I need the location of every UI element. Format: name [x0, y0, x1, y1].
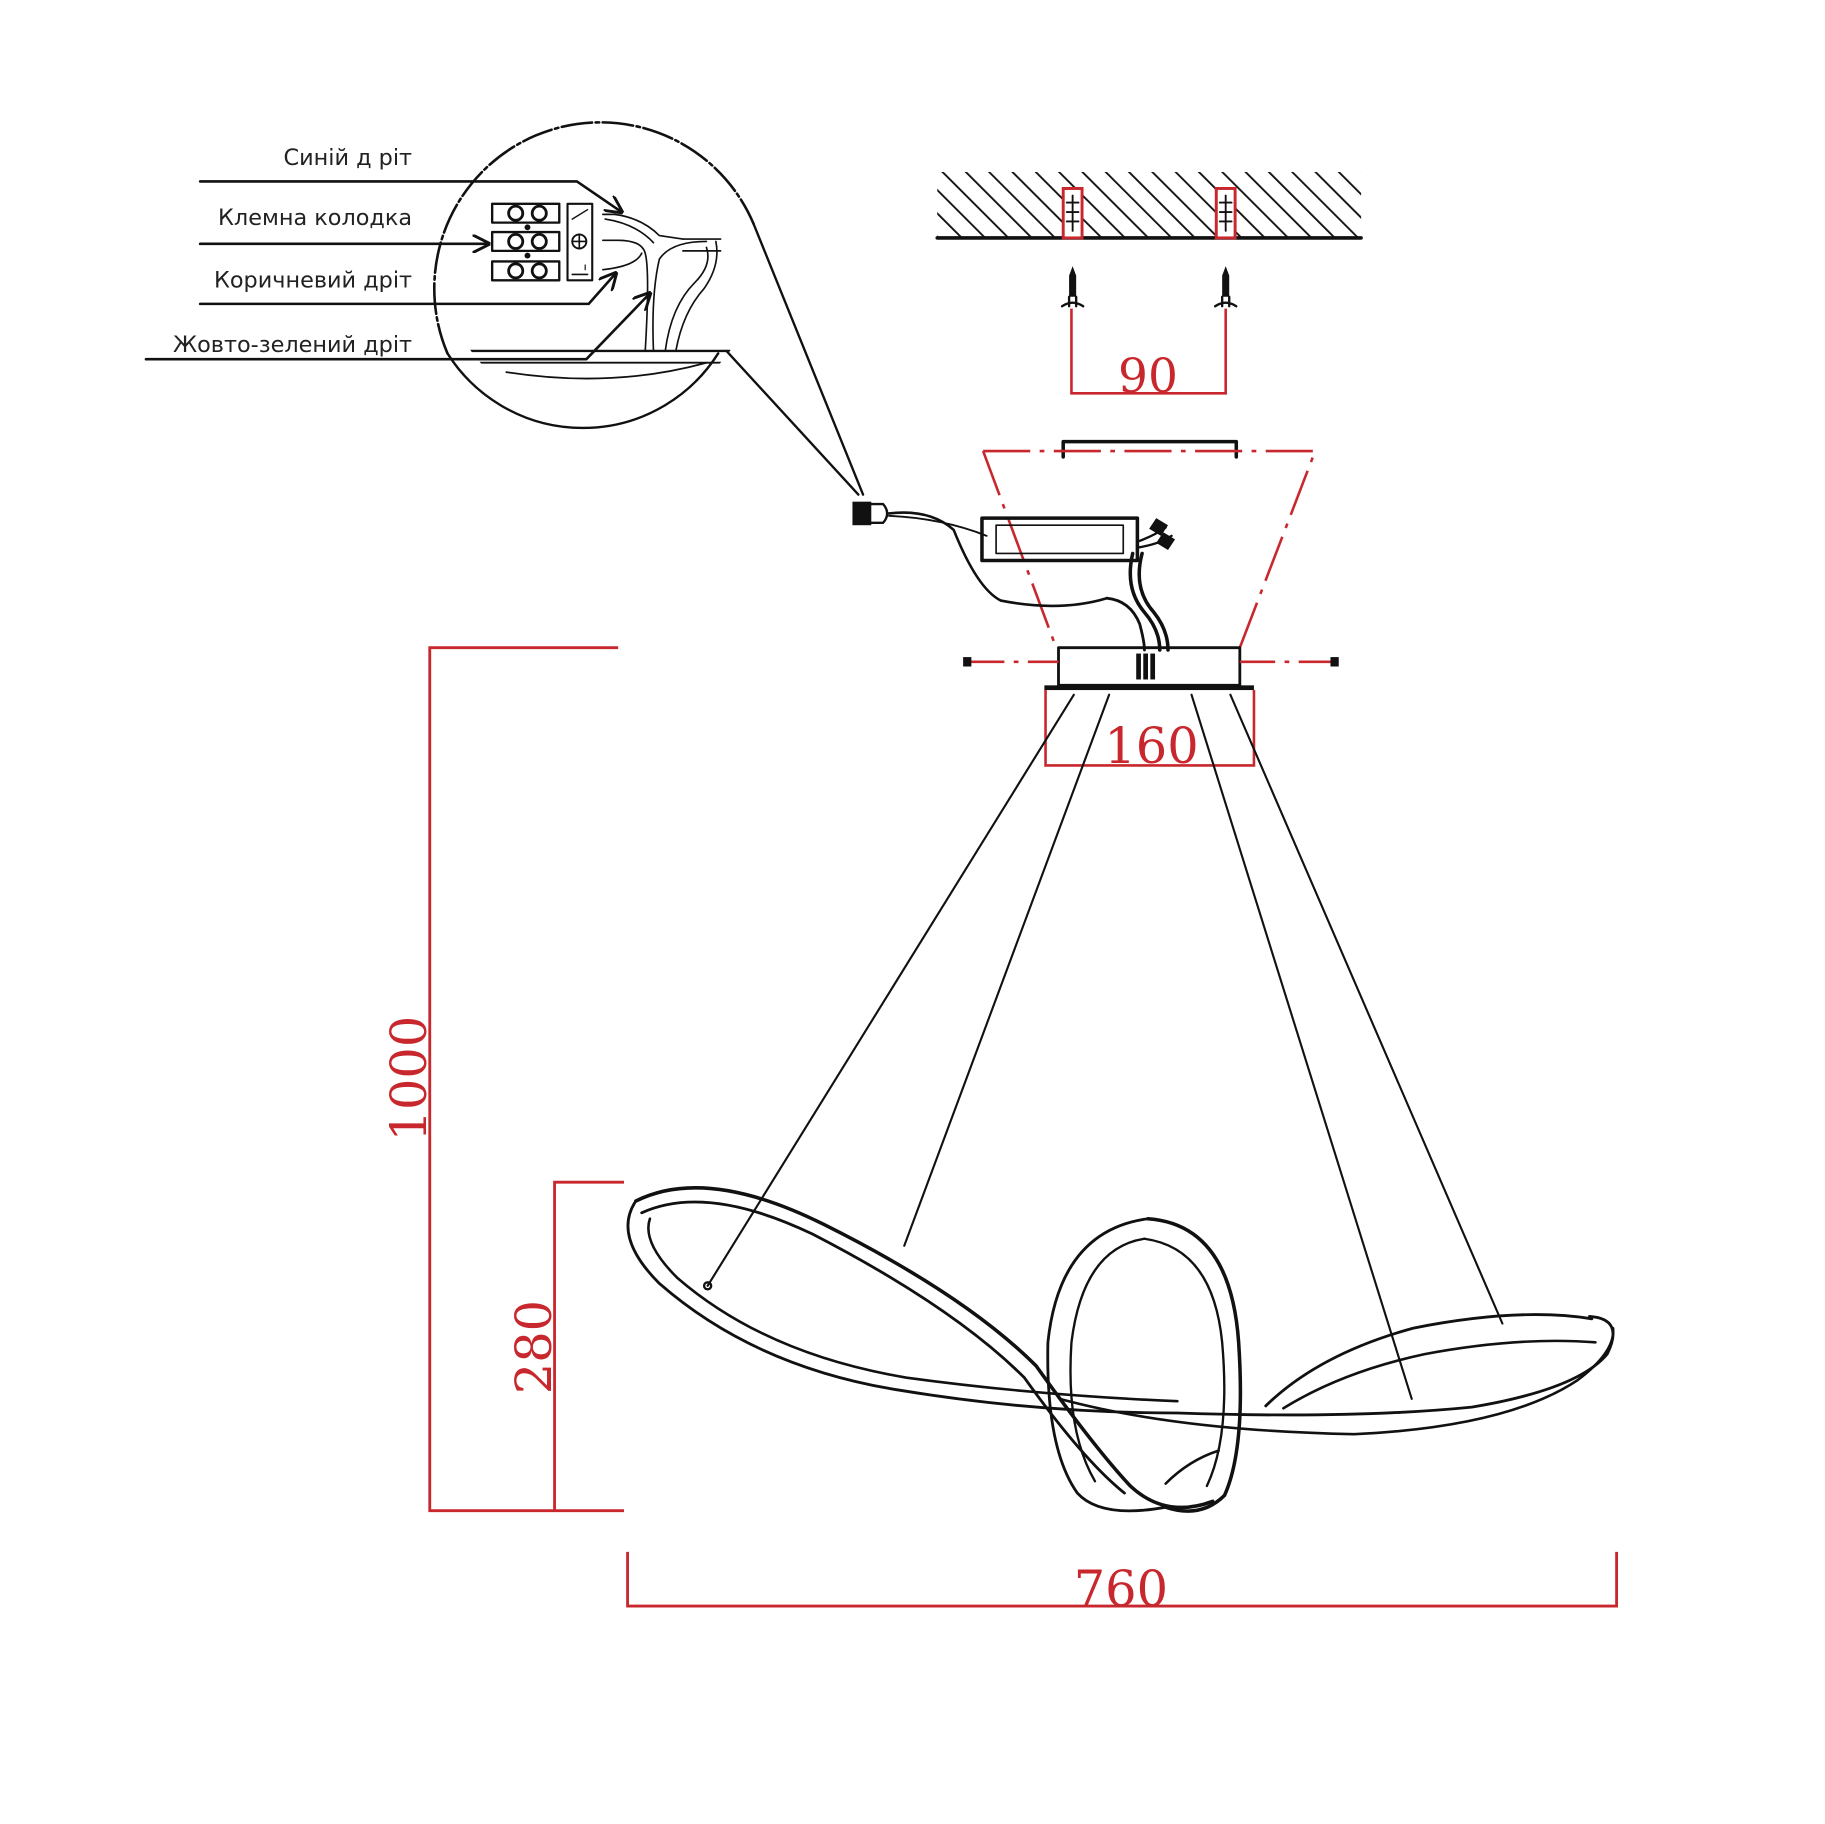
screw-icon-right — [1213, 266, 1238, 308]
leader-line-2 — [725, 349, 860, 496]
dimension-label-1000: 1000 — [380, 1016, 438, 1142]
led-driver — [852, 501, 1176, 652]
dimension-screw-spacing — [1070, 308, 1227, 395]
canopy-outline-dashed — [981, 449, 1318, 649]
brown-wire-pointer — [198, 273, 616, 306]
dimension-fixture-height: 280 — [505, 1180, 625, 1511]
label-brown-wire: Коричневий дріт — [214, 267, 412, 293]
ceiling-mount: 90 — [935, 171, 1363, 404]
driver-box — [980, 516, 1140, 563]
luminaire-ribbon — [626, 1186, 1615, 1513]
screw-icon-left — [1060, 266, 1085, 308]
dimension-label-280: 280 — [505, 1300, 563, 1394]
dimension-label-90: 90 — [1118, 349, 1178, 404]
canopy: 160 — [963, 646, 1339, 775]
dimension-total-height: 1000 — [380, 646, 625, 1513]
dimension-label-760: 760 — [1074, 1560, 1168, 1618]
connector-icon — [852, 501, 889, 526]
suspension-cables — [706, 693, 1504, 1400]
canopy-plate — [1057, 646, 1242, 687]
canopy-connector — [1136, 653, 1156, 680]
wires — [602, 213, 722, 352]
ceiling-hatch — [937, 171, 1362, 237]
mounting-bracket — [981, 439, 1318, 649]
ground-wire-pointer — [144, 293, 650, 361]
blue-wire-pointer — [198, 180, 622, 212]
terminal-block-icon — [490, 202, 594, 282]
detail-circle — [433, 121, 755, 355]
wiring-detail: Синій д ріт Клемна колодка Коричневий др… — [144, 121, 865, 496]
leader-line-1 — [752, 222, 865, 496]
dimension-label-160: 160 — [1104, 717, 1198, 775]
label-ground-wire: Жовто-зелений дріт — [173, 332, 412, 358]
label-blue-wire: Синій д ріт — [283, 145, 412, 171]
detail-circle-lower — [446, 352, 720, 430]
label-terminal-block: Клемна колодка — [218, 205, 412, 231]
dimension-fixture-width: 760 — [626, 1551, 1619, 1618]
dimension-canopy — [1044, 690, 1256, 767]
